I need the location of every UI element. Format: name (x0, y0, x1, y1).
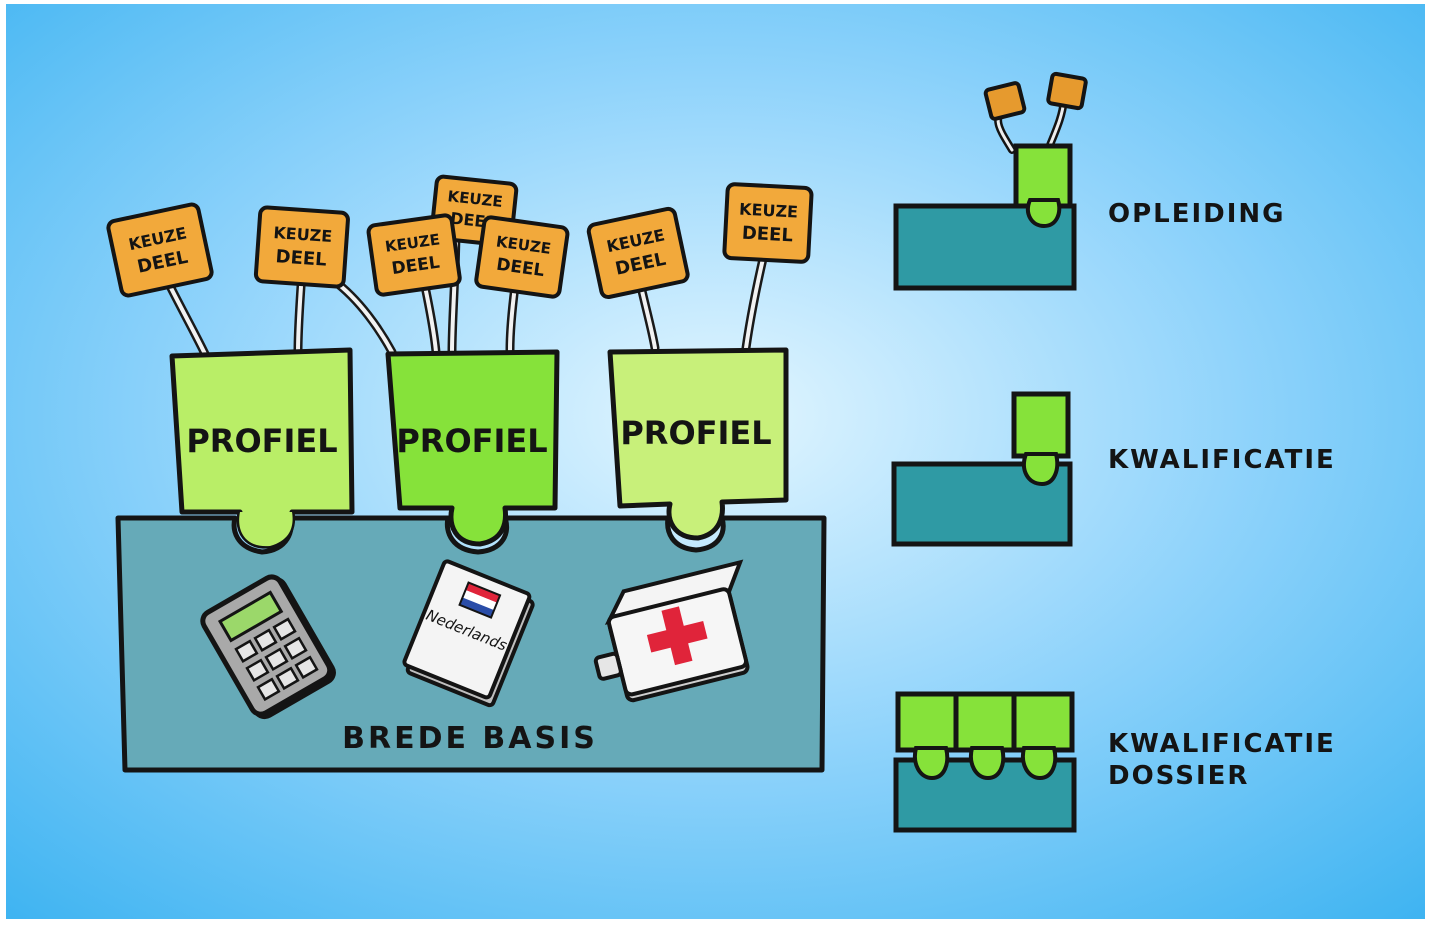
legend-kwalificatiedossier-label-line1: KWALIFICATIE (1108, 729, 1336, 759)
keuzedeel-card: KEUZE DEEL (722, 182, 814, 264)
profiel-label-1: PROFIEL (186, 422, 337, 460)
legend-kwalificatie-graphic (891, 391, 1073, 547)
keuzedeel-card: KEUZE DEEL (106, 202, 214, 298)
profiel-3: PROFIEL (607, 347, 789, 541)
keuzedeel-card: KEUZE DEEL (366, 213, 462, 297)
calculator-icon (200, 574, 336, 720)
legend-opleiding-label: OPLEIDING (1108, 199, 1286, 229)
svg-text:DEEL: DEEL (275, 246, 327, 271)
keuzedeel-card: KEUZE DEEL (586, 206, 690, 300)
profiel-label-3: PROFIEL (620, 414, 771, 452)
keuzedeel-card: KEUZE DEEL (253, 205, 350, 289)
svg-text:KEUZE: KEUZE (447, 187, 504, 211)
svg-text:DEEL: DEEL (741, 223, 793, 247)
profiel-label-2: PROFIEL (396, 422, 547, 460)
legend-kwalificatiedossier-label-line2: DOSSIER (1108, 761, 1249, 791)
keuze-cards: KEUZE DEEL KEUZE DEEL KEUZE DEEL KEUZE D… (106, 174, 814, 300)
profiel-2: PROFIEL (385, 349, 560, 547)
svg-text:KEUZE: KEUZE (739, 199, 799, 221)
book-icon: Nederlands (402, 559, 535, 708)
legend-kwalificatiedossier-graphic (893, 691, 1077, 833)
legend-opleiding-graphic (893, 71, 1088, 291)
legend-kwalificatie-label: KWALIFICATIE (1108, 445, 1336, 475)
base-label: BREDE BASIS (342, 721, 598, 756)
svg-text:KEUZE: KEUZE (273, 223, 333, 246)
first-aid-kit-icon (593, 559, 750, 703)
profiel-1: PROFIEL (169, 347, 355, 549)
keuzedeel-card: KEUZE DEEL (474, 215, 570, 299)
